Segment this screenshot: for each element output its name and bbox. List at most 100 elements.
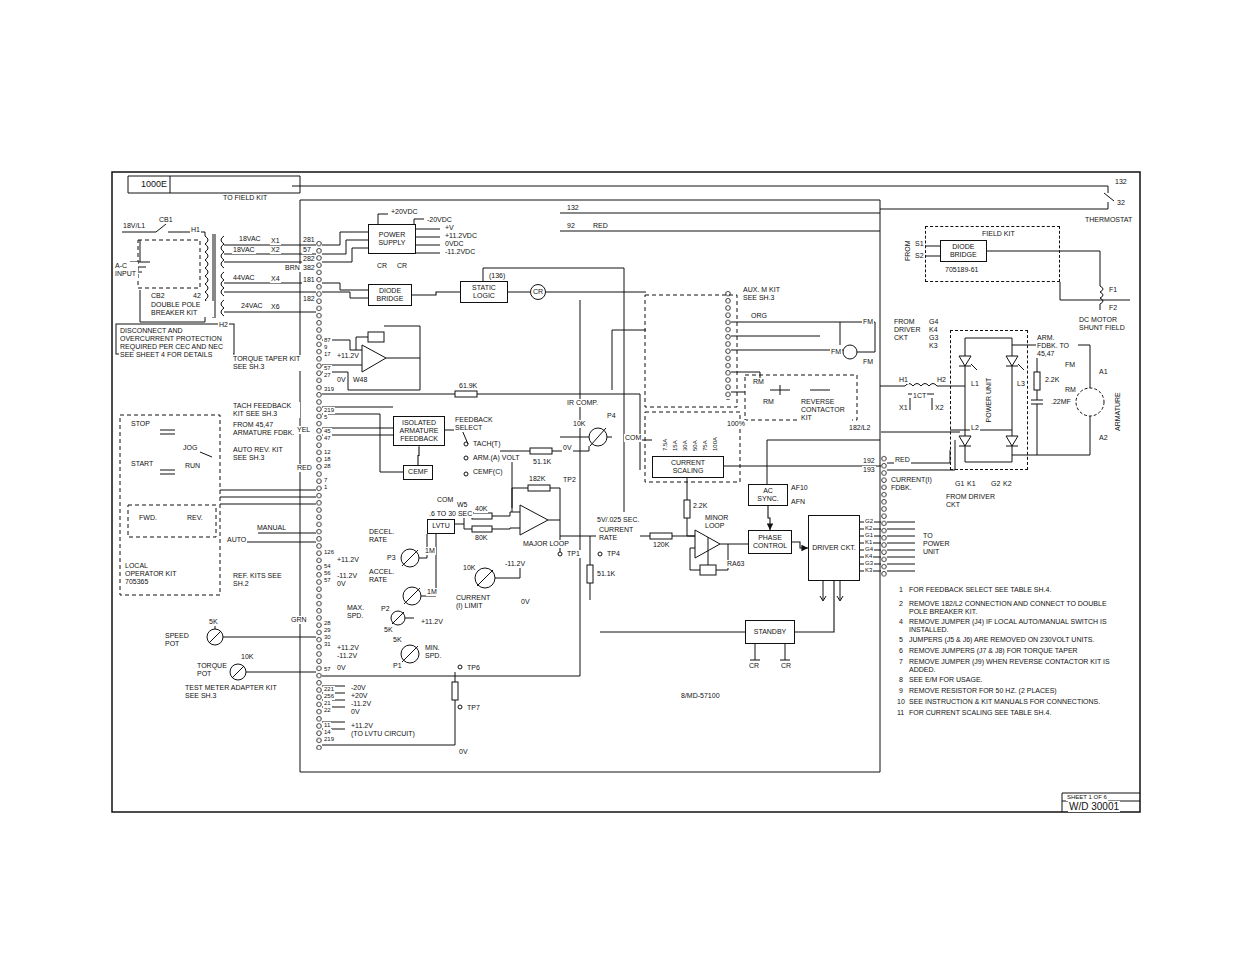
signal-wire — [792, 542, 808, 548]
label-text: 0V — [336, 580, 347, 588]
label-text: 1 — [323, 484, 328, 491]
label-text: CR — [748, 662, 760, 670]
label-text: 17 — [323, 351, 332, 358]
label-text: P2 — [380, 605, 391, 613]
label-text: -11.2V — [504, 560, 526, 568]
resistor-symbol — [528, 485, 550, 491]
label-text: 80K — [474, 534, 488, 542]
block-box: PHASE CONTROL — [748, 530, 792, 554]
label-text: 5K — [392, 636, 403, 644]
label-text: G4 — [864, 546, 874, 553]
block-box: DIODE BRIDGE — [368, 284, 412, 306]
block-label: DRIVER CKT. — [812, 544, 856, 552]
label-text: FWD. — [138, 514, 158, 522]
block-label: PHASE CONTROL — [752, 534, 788, 550]
label-text: FOR CURRENT SCALING SEE TABLE SH.4. — [908, 709, 1125, 717]
label-text: G1 — [954, 480, 965, 488]
drawing-frame — [112, 172, 1140, 812]
label-text: 50A — [692, 439, 699, 452]
label-text: L1 — [970, 380, 980, 388]
label-text: +11.2V — [350, 722, 374, 730]
label-text: 57 — [302, 246, 312, 254]
label-text: MIN. SPD. — [424, 644, 450, 660]
label-text: BRN — [284, 264, 301, 272]
label-text: K3 — [928, 342, 939, 350]
block-box: CURRENT SCALING — [652, 456, 724, 478]
thermostat-wire — [292, 186, 1114, 209]
loop-wire — [455, 476, 748, 600]
pot-wiper — [209, 428, 606, 678]
label-text: F1 — [1108, 286, 1118, 294]
label-text: TP4 — [606, 550, 621, 558]
block-label: CEMF — [408, 468, 428, 476]
label-text: RED — [296, 464, 313, 472]
label-text: 1 — [898, 586, 904, 594]
label-text: 9 — [323, 344, 328, 351]
label-text: 182 — [302, 295, 316, 303]
label-text: DECEL. RATE — [368, 528, 402, 544]
resistor-symbol — [530, 448, 552, 454]
label-text: RA63 — [726, 560, 746, 568]
label-text: FOR FEEDBACK SELECT SEE TABLE SH.4. — [908, 586, 1125, 594]
label-text: SEE E/M FOR USAGE. — [908, 676, 1125, 684]
label-text: -20V — [350, 684, 367, 692]
label-text: 29 — [323, 627, 332, 634]
block-label: STANDBY — [754, 628, 787, 636]
label-text: 219 — [323, 736, 335, 743]
power-supply-wire — [322, 214, 440, 262]
label-text: 126 — [323, 549, 335, 556]
operator-kit-outline — [120, 415, 220, 595]
label-text: 5K — [208, 618, 219, 626]
label-text: TORQUE TAPER KIT SEE SH.3 — [232, 355, 310, 371]
label-text: REMOVE RESISTOR FOR 50 HZ. (2 PLACES) — [908, 687, 1125, 695]
terminal-strip — [316, 240, 322, 750]
label-text: 18V/L1 — [122, 222, 146, 230]
label-text: X6 — [270, 303, 281, 311]
label-text: +11.2V — [336, 352, 360, 360]
torque-wire — [322, 326, 420, 390]
block-box: POWER SUPPLY — [368, 224, 416, 254]
label-text: CR — [376, 262, 388, 270]
aux-kit-outline — [645, 295, 737, 407]
label-text: 319 — [323, 386, 335, 393]
label-text: 5 — [323, 414, 328, 421]
block-label: STATIC LOGIC — [464, 284, 504, 300]
label-text: REMOVE JUMPER (J4) IF LOCAL AUTO/MANUAL … — [908, 618, 1125, 634]
label-text: DC MOTOR SHUNT FIELD — [1078, 316, 1135, 332]
label-text: 21 — [323, 700, 332, 707]
label-text: 57 — [323, 365, 332, 372]
block-box: POWER UNIT — [950, 330, 1028, 470]
label-text: 2.2K — [1044, 376, 1060, 384]
label-text: 0V — [350, 708, 361, 716]
label-text: COM — [624, 434, 642, 442]
label-text: A-C INPUT — [114, 262, 138, 278]
label-text: 0V — [520, 598, 531, 606]
label-text: X1 — [270, 237, 281, 245]
label-text: 2.2K — [692, 502, 708, 510]
label-text: REMOVE JUMPER (J9) WHEN REVERSE CONTACTO… — [908, 658, 1125, 674]
label-text: REF. KITS SEE SH.2 — [232, 572, 284, 588]
label-text: 30A — [682, 439, 689, 452]
test-point — [558, 552, 562, 556]
label-text: 7 — [323, 477, 328, 484]
label-text: K2 — [864, 525, 873, 532]
resistor-symbol — [650, 533, 672, 539]
label-text: START — [130, 460, 154, 468]
label-text: K1 — [864, 539, 873, 546]
logic-wire — [322, 213, 880, 512]
label-text: CEMF(C) — [472, 468, 504, 476]
label-text: H2 — [936, 376, 947, 384]
block-box: LVTU — [427, 519, 455, 534]
resistor-symbol — [455, 391, 477, 397]
label-text: 120K — [652, 541, 670, 549]
label-text: ORG — [750, 312, 768, 320]
label-text: -20VDC — [426, 216, 453, 224]
label-text: 92 — [566, 222, 576, 230]
label-text: 18VAC — [232, 246, 256, 254]
label-text: ACCEL. RATE — [368, 568, 402, 584]
label-text: MINOR LOOP — [704, 514, 734, 530]
label-text: .22MF — [1050, 398, 1072, 406]
label-text: COM — [436, 496, 454, 504]
